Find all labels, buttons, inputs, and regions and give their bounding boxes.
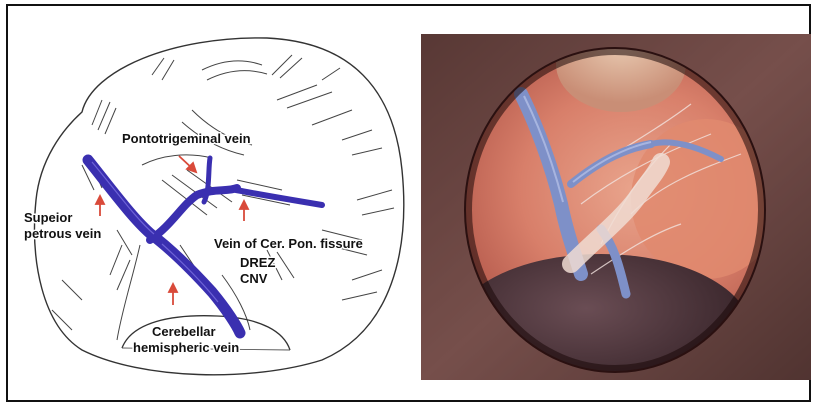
- cerebellar-hemispheric-vein-label-line1: Cerebellar: [152, 324, 216, 339]
- boundary-outline: [35, 38, 404, 375]
- superior-petrous-vein-label-line1: Supeior: [24, 210, 72, 225]
- cerebellar-hemispheric-vein-label-line2: hemispheric vein: [133, 340, 239, 355]
- superior-petrous-vein-label-line2: petrous vein: [24, 226, 101, 241]
- cnv-label: CNV: [240, 271, 268, 286]
- pointer-arrows: [96, 156, 248, 305]
- pontotrigeminal-vein-label: Pontotrigeminal vein: [122, 131, 251, 146]
- cer-pon-fissure-vein-label: Vein of Cer. Pon. fissure: [214, 236, 363, 251]
- drez-label: DREZ: [240, 255, 275, 270]
- endoscopic-photo: [421, 34, 811, 380]
- endoscopic-photo-panel: [421, 34, 811, 380]
- schematic-drawing: Pontotrigeminal vein Supeior petrous vei…: [22, 30, 414, 378]
- schematic-drawing-panel: Pontotrigeminal vein Supeior petrous vei…: [22, 30, 414, 378]
